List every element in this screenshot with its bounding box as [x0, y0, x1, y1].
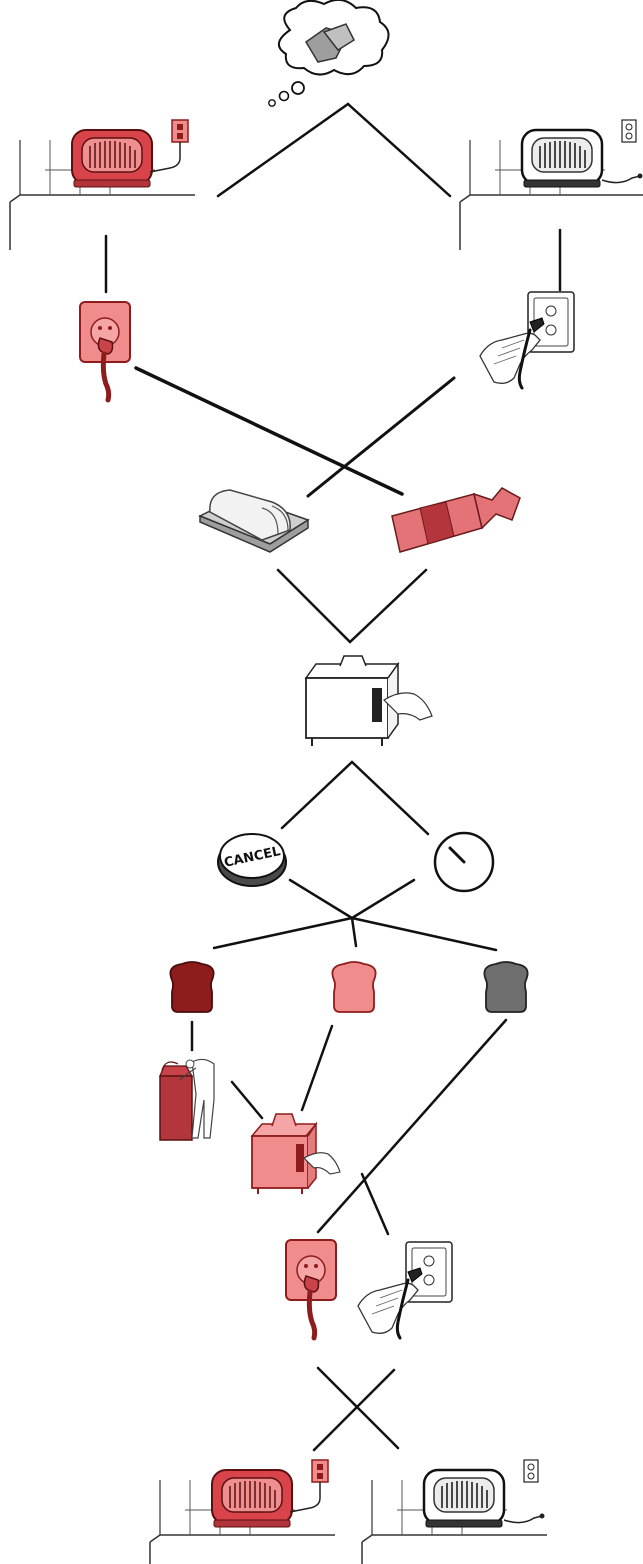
toaster-red-on-counter: [9, 119, 196, 251]
line-under-to-plug: [316, 1018, 508, 1234]
cancel-button-icon: CANCEL: [217, 833, 287, 887]
bread-bag-red-icon: [391, 487, 521, 553]
line-cancel-to-hub: [288, 878, 354, 920]
bread-loaf-on-board-icon: [198, 489, 310, 553]
hand-plugging-in-icon: [478, 290, 576, 390]
toast-burnt-icon: [169, 961, 215, 1013]
line-x-a: [316, 1366, 400, 1450]
line-timer-to-hub: [350, 878, 416, 920]
line-hub-to-good: [350, 916, 358, 948]
thought-bubble-icon: [268, 0, 390, 107]
line-plug-to-bag: [134, 366, 404, 496]
line-trash-to-retoast: [230, 1080, 264, 1120]
line-thought-to-right: [346, 102, 452, 198]
toaster-red-final: [149, 1459, 336, 1564]
line-bag-to-toaster: [348, 568, 428, 644]
toaster-gray-final: [360, 1458, 549, 1564]
toaster-pressing-lever-icon: [304, 655, 433, 746]
toast-good-icon: [331, 961, 377, 1013]
line-retoast-to-hand: [360, 1172, 390, 1236]
line-thought-to-left: [216, 102, 350, 198]
line-good-to-retoast: [300, 1024, 334, 1112]
person-at-trash-icon: [159, 1058, 215, 1141]
toaster-retoast-icon: [250, 1113, 341, 1194]
plug-red-icon: [80, 302, 130, 400]
line-toaster-to-cancel: [280, 760, 354, 830]
toast-undercooked-icon: [483, 961, 529, 1013]
line-hub-to-under: [350, 916, 498, 952]
hand-unplugging-icon: [356, 1240, 454, 1340]
line-hand-to-loaf: [306, 376, 456, 498]
line-loaf-to-toaster: [276, 568, 352, 644]
line-toaster-to-timer: [350, 760, 430, 836]
line-x-b: [312, 1368, 396, 1452]
connector-lines: [104, 102, 562, 1452]
line-hub-to-burnt: [212, 916, 354, 950]
toaster-gray-on-counter: [458, 118, 643, 252]
timer-icon: [433, 831, 495, 893]
plug-red-bottom-icon: [286, 1240, 336, 1338]
